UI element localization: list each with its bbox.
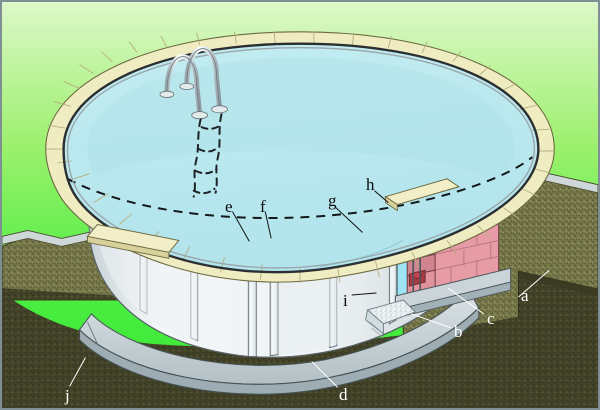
label-e: e [225,197,233,216]
ladder-submerged-steps [192,113,223,198]
label-a: a [521,286,529,305]
label-g: g [328,191,337,210]
label-d: d [339,385,348,404]
gravel-drain [365,299,417,339]
label-c: c [487,309,495,328]
pool-water [62,43,540,273]
label-leader-lines [69,190,550,388]
label-f: f [260,197,266,216]
coping-cut-edge [86,178,461,259]
label-j: j [65,386,70,405]
pool-ladder [159,46,228,198]
label-h: h [366,175,375,194]
label-i: i [343,291,348,310]
label-b: b [454,322,463,341]
ladder-anchor-flange [159,82,228,120]
